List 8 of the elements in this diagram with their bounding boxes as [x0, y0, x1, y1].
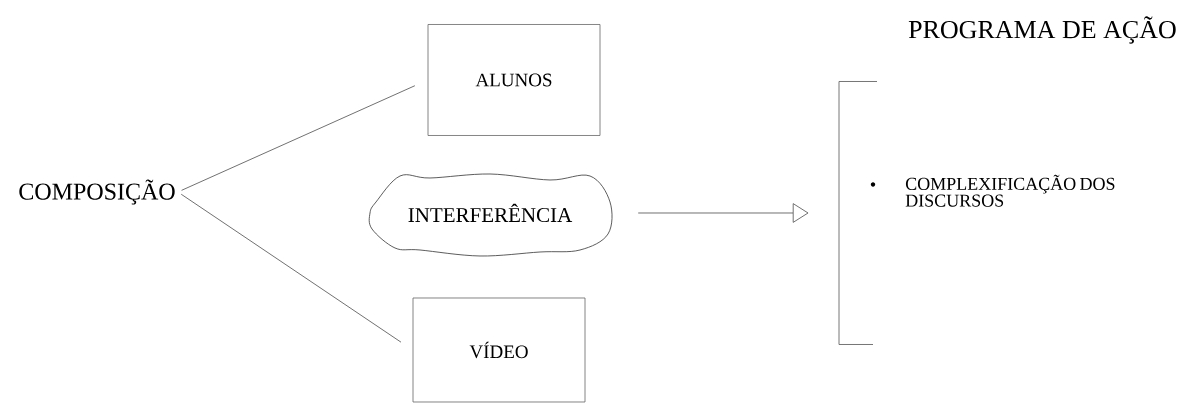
text-box: ALUNOS — [427, 24, 601, 136]
bare-label: COMPOSIÇÃO — [19, 179, 175, 205]
heading: PROGRAMA DE AÇÃO — [908, 16, 1176, 44]
text-box: VÍDEO — [412, 297, 586, 403]
bullet-text: COMPLEXIFICAÇÃO DOS DISCURSOS — [905, 174, 1115, 207]
connector — [181, 85, 416, 191]
connector — [637, 203, 809, 223]
connector — [180, 193, 402, 343]
